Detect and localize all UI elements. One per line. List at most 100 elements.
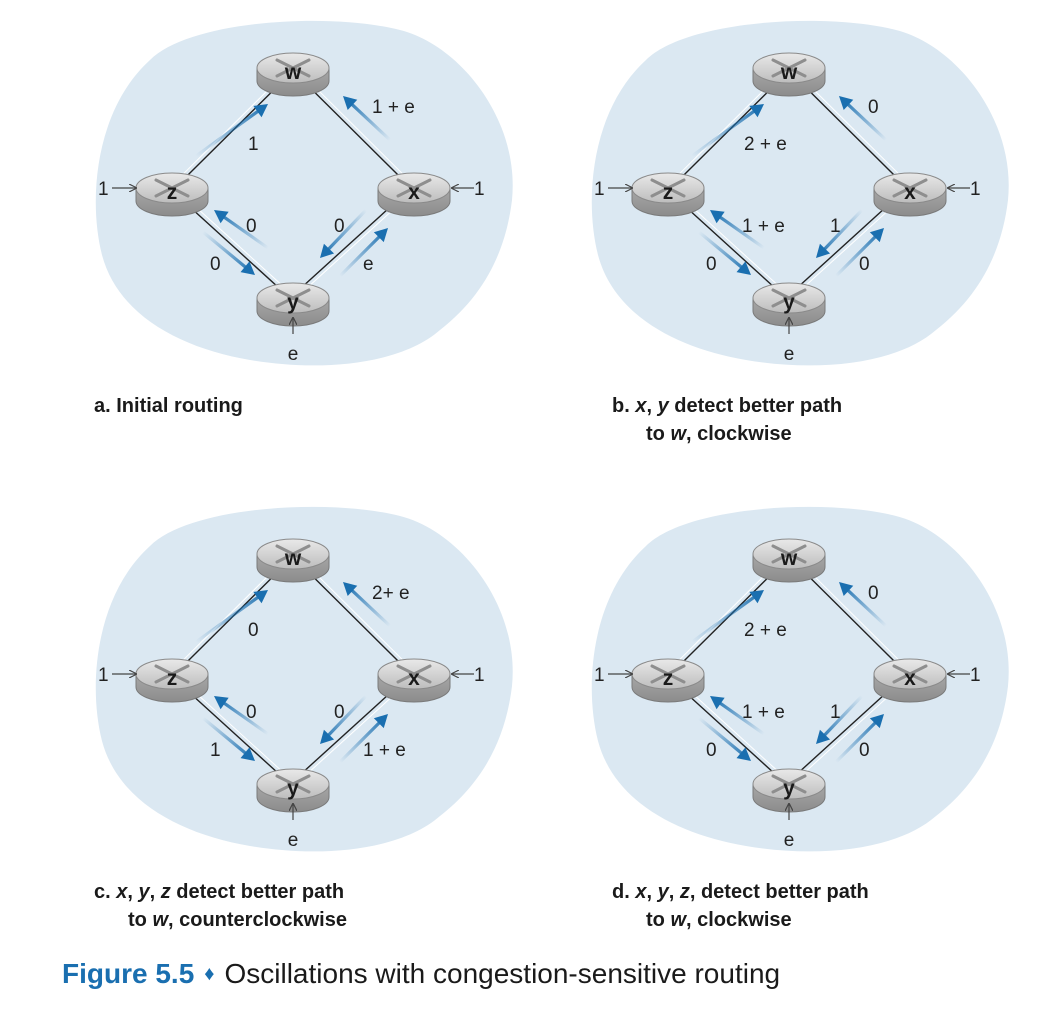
router-x: x: [377, 172, 451, 217]
input-z: 1: [594, 179, 632, 200]
caption-letter: d.: [612, 881, 630, 903]
caption-line1: x, y detect better path: [635, 395, 843, 417]
traffic-arrow-zy_top: [710, 210, 765, 250]
router-arrows-icon: [275, 544, 311, 564]
router-arrows-icon: [396, 178, 432, 198]
network-cloud: [591, 20, 1009, 366]
router-w: w: [256, 538, 330, 583]
traffic-arrow-xw: [839, 582, 888, 628]
router-w: w: [256, 52, 330, 97]
router-z: z: [631, 658, 705, 703]
router-arrows-icon: [275, 288, 311, 308]
router-label: x: [408, 667, 420, 690]
caption-line2: to w, clockwise: [646, 423, 792, 445]
traffic-arrow-zw: [195, 590, 268, 644]
input-label-z: 1: [98, 665, 109, 686]
load-label-zy_top: 1 + e: [742, 702, 785, 723]
caption-letter: c.: [94, 881, 111, 903]
load-label-zw: 1: [248, 134, 259, 155]
input-x: 1: [948, 665, 981, 686]
caption-panel-a: a. Initial routing: [94, 392, 243, 420]
caption-line2: to w, clockwise: [646, 909, 792, 931]
router-label: x: [904, 667, 916, 690]
router-label: w: [284, 61, 302, 84]
router-arrows-icon: [275, 58, 311, 78]
traffic-arrow-zy_bottom: [201, 230, 255, 275]
router-y: y: [752, 768, 826, 813]
router-arrows-icon: [892, 178, 928, 198]
input-label-y: e: [784, 830, 795, 851]
input-label-y: e: [288, 830, 299, 851]
router-y: y: [256, 768, 330, 813]
input-label-x: 1: [474, 665, 485, 686]
caption-panel-d: d. x, y, z, detect better path to w, clo…: [612, 878, 869, 934]
input-label-z: 1: [594, 179, 605, 200]
traffic-arrow-zw: [195, 104, 268, 158]
traffic-arrow-xw: [343, 582, 392, 628]
load-label-xy_bottom: 0: [859, 740, 870, 761]
input-z: 1: [98, 665, 136, 686]
load-label-xw: 2+ e: [372, 583, 410, 604]
diamond-icon: ♦: [204, 963, 215, 985]
load-label-xy_top: 0: [334, 216, 345, 237]
traffic-arrow-zw: [691, 104, 764, 158]
traffic-arrow-xy_top: [320, 694, 368, 744]
input-y: e: [288, 318, 298, 365]
network-cloud: [95, 506, 513, 852]
router-arrows-icon: [650, 178, 686, 198]
figure-caption: Figure 5.5♦Oscillations with congestion-…: [62, 958, 780, 990]
caption-letter: b.: [612, 395, 630, 417]
traffic-arrow-xy_top: [320, 208, 368, 258]
router-arrows-icon: [771, 544, 807, 564]
router-label: w: [780, 547, 798, 570]
router-w: w: [752, 52, 826, 97]
router-label: y: [783, 291, 795, 314]
input-x: 1: [452, 179, 485, 200]
load-label-xy_top: 1: [830, 702, 841, 723]
load-label-xw: 0: [868, 97, 879, 118]
traffic-arrow-zy_bottom: [201, 716, 255, 761]
load-label-zw: 2 + e: [744, 620, 787, 641]
router-z: z: [135, 172, 209, 217]
router-arrows-icon: [154, 178, 190, 198]
load-label-xy_top: 1: [830, 216, 841, 237]
traffic-arrow-zy_top: [214, 696, 269, 736]
input-label-x: 1: [474, 179, 485, 200]
caption-panel-b: b. x, y detect better path to w, clockwi…: [612, 392, 842, 448]
traffic-arrow-xw: [839, 96, 888, 142]
caption-line2: to w, counterclockwise: [128, 909, 347, 931]
router-label: x: [904, 181, 916, 204]
input-x: 1: [452, 665, 485, 686]
router-label: z: [167, 667, 178, 690]
router-label: w: [780, 61, 798, 84]
load-label-zy_top: 1 + e: [742, 216, 785, 237]
caption-letter: a.: [94, 395, 111, 417]
load-label-zy_bottom: 0: [706, 254, 717, 275]
input-y: e: [288, 804, 299, 851]
router-arrows-icon: [396, 664, 432, 684]
input-y: e: [784, 804, 795, 851]
router-label: w: [284, 547, 302, 570]
load-label-xw: 0: [868, 583, 879, 604]
traffic-arrow-xw: [343, 96, 392, 142]
caption-line1: Initial routing: [116, 395, 243, 417]
traffic-arrow-zy_top: [710, 696, 765, 736]
figure-title: Oscillations with congestion-sensitive r…: [224, 958, 781, 989]
load-label-zy_bottom: 0: [210, 254, 221, 275]
traffic-arrow-zy_top: [214, 210, 269, 250]
network-cloud: [95, 20, 513, 366]
input-label-x: 1: [970, 665, 981, 686]
input-label-z: 1: [594, 665, 605, 686]
router-arrows-icon: [650, 664, 686, 684]
input-y: e: [784, 318, 794, 365]
router-label: z: [167, 181, 178, 204]
traffic-arrow-xy_bottom: [338, 228, 388, 278]
load-label-xy_bottom: 1 + e: [363, 740, 406, 761]
load-label-zy_top: 0: [246, 216, 257, 237]
load-label-zw: 2 + e: [744, 134, 787, 155]
traffic-arrow-zy_bottom: [697, 716, 751, 761]
load-label-xy_bottom: 0: [859, 254, 870, 275]
